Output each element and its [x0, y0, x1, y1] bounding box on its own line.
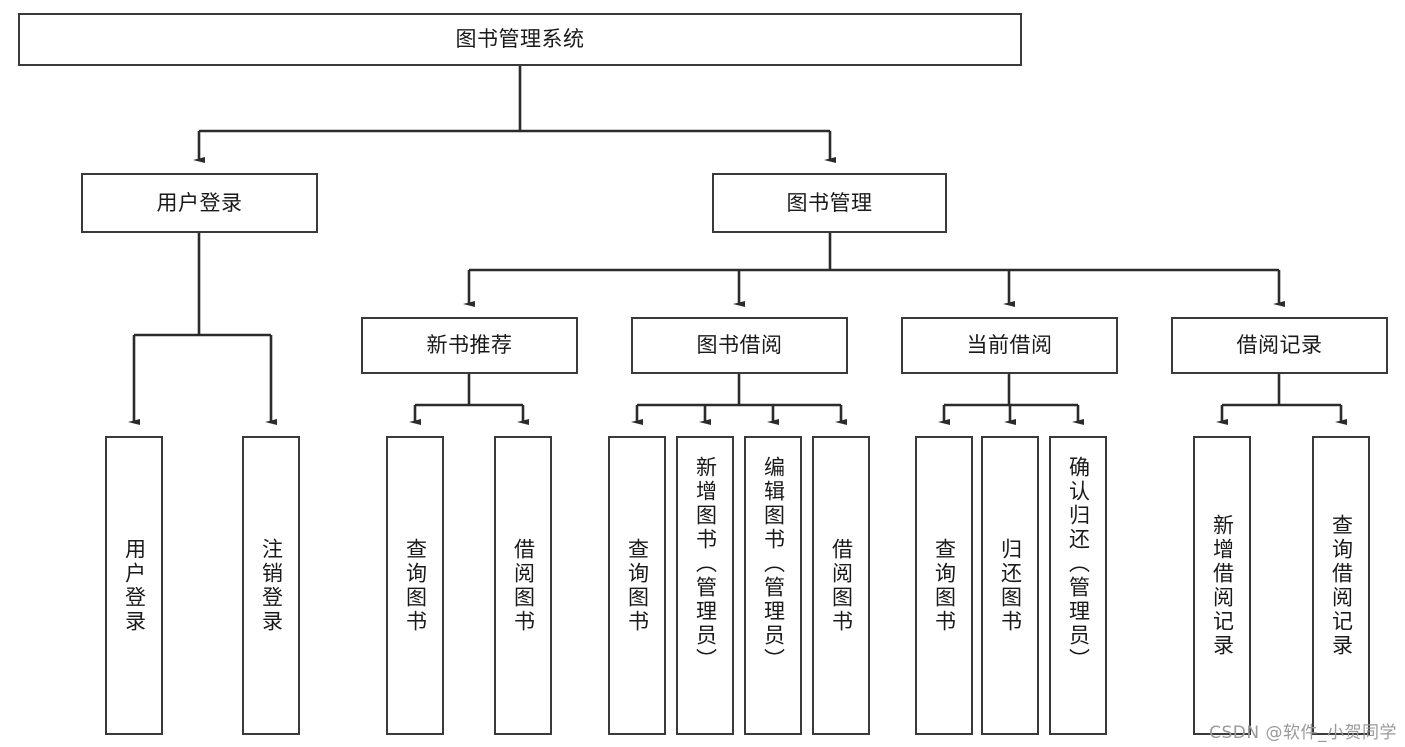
- node-book-manage[interactable]: 图书管理: [712, 173, 947, 233]
- leaf-add-book-label: 新增图书（管理员）: [693, 456, 718, 672]
- leaf-add-book[interactable]: 新增图书（管理员）: [676, 436, 734, 735]
- node-book-borrow-label: 图书借阅: [696, 333, 783, 358]
- leaf-confirm-return[interactable]: 确认归还（管理员）: [1049, 436, 1107, 735]
- leaf-logout[interactable]: 注销登录: [242, 436, 300, 735]
- leaf-query-book-new[interactable]: 查询图书: [386, 436, 444, 735]
- leaf-query-book-borrow-label: 查询图书: [625, 537, 650, 634]
- leaf-borrow-book-new-label: 借阅图书: [511, 537, 536, 634]
- node-book-borrow[interactable]: 图书借阅: [631, 317, 848, 374]
- leaf-query-book-borrow[interactable]: 查询图书: [608, 436, 666, 735]
- node-book-manage-label: 图书管理: [786, 190, 873, 215]
- leaf-query-book-new-label: 查询图书: [403, 537, 428, 634]
- leaf-query-borrow-record-label: 查询借阅记录: [1329, 513, 1354, 658]
- leaf-query-borrow-record[interactable]: 查询借阅记录: [1312, 436, 1370, 735]
- node-new-book-recommend-label: 新书推荐: [426, 333, 513, 358]
- node-user-login-label: 用户登录: [156, 190, 243, 215]
- leaf-user-login[interactable]: 用户登录: [105, 436, 163, 735]
- leaf-logout-label: 注销登录: [259, 537, 284, 634]
- leaf-edit-book-label: 编辑图书（管理员）: [761, 456, 786, 672]
- leaf-borrow-book[interactable]: 借阅图书: [812, 436, 870, 735]
- leaf-confirm-return-label: 确认归还（管理员）: [1066, 456, 1091, 672]
- leaf-user-login-label: 用户登录: [122, 537, 147, 634]
- leaf-edit-book[interactable]: 编辑图书（管理员）: [744, 436, 802, 735]
- node-new-book-recommend[interactable]: 新书推荐: [361, 317, 578, 374]
- leaf-add-borrow-record[interactable]: 新增借阅记录: [1193, 436, 1251, 735]
- leaf-query-book-current-label: 查询图书: [932, 537, 957, 634]
- leaf-borrow-book-label: 借阅图书: [829, 537, 854, 634]
- node-current-borrow[interactable]: 当前借阅: [901, 317, 1118, 374]
- node-borrow-record[interactable]: 借阅记录: [1171, 317, 1388, 374]
- leaf-query-book-current[interactable]: 查询图书: [915, 436, 973, 735]
- node-root[interactable]: 图书管理系统: [18, 13, 1022, 66]
- leaf-add-borrow-record-label: 新增借阅记录: [1210, 513, 1235, 658]
- leaf-borrow-book-new[interactable]: 借阅图书: [494, 436, 552, 735]
- node-current-borrow-label: 当前借阅: [966, 333, 1053, 358]
- watermark-text: CSDN @软件_小贺同学: [1209, 723, 1397, 743]
- leaf-return-book-label: 归还图书: [998, 537, 1023, 634]
- node-borrow-record-label: 借阅记录: [1236, 333, 1323, 358]
- leaf-return-book[interactable]: 归还图书: [981, 436, 1039, 735]
- node-user-login[interactable]: 用户登录: [81, 173, 318, 233]
- node-root-label: 图书管理系统: [455, 27, 585, 52]
